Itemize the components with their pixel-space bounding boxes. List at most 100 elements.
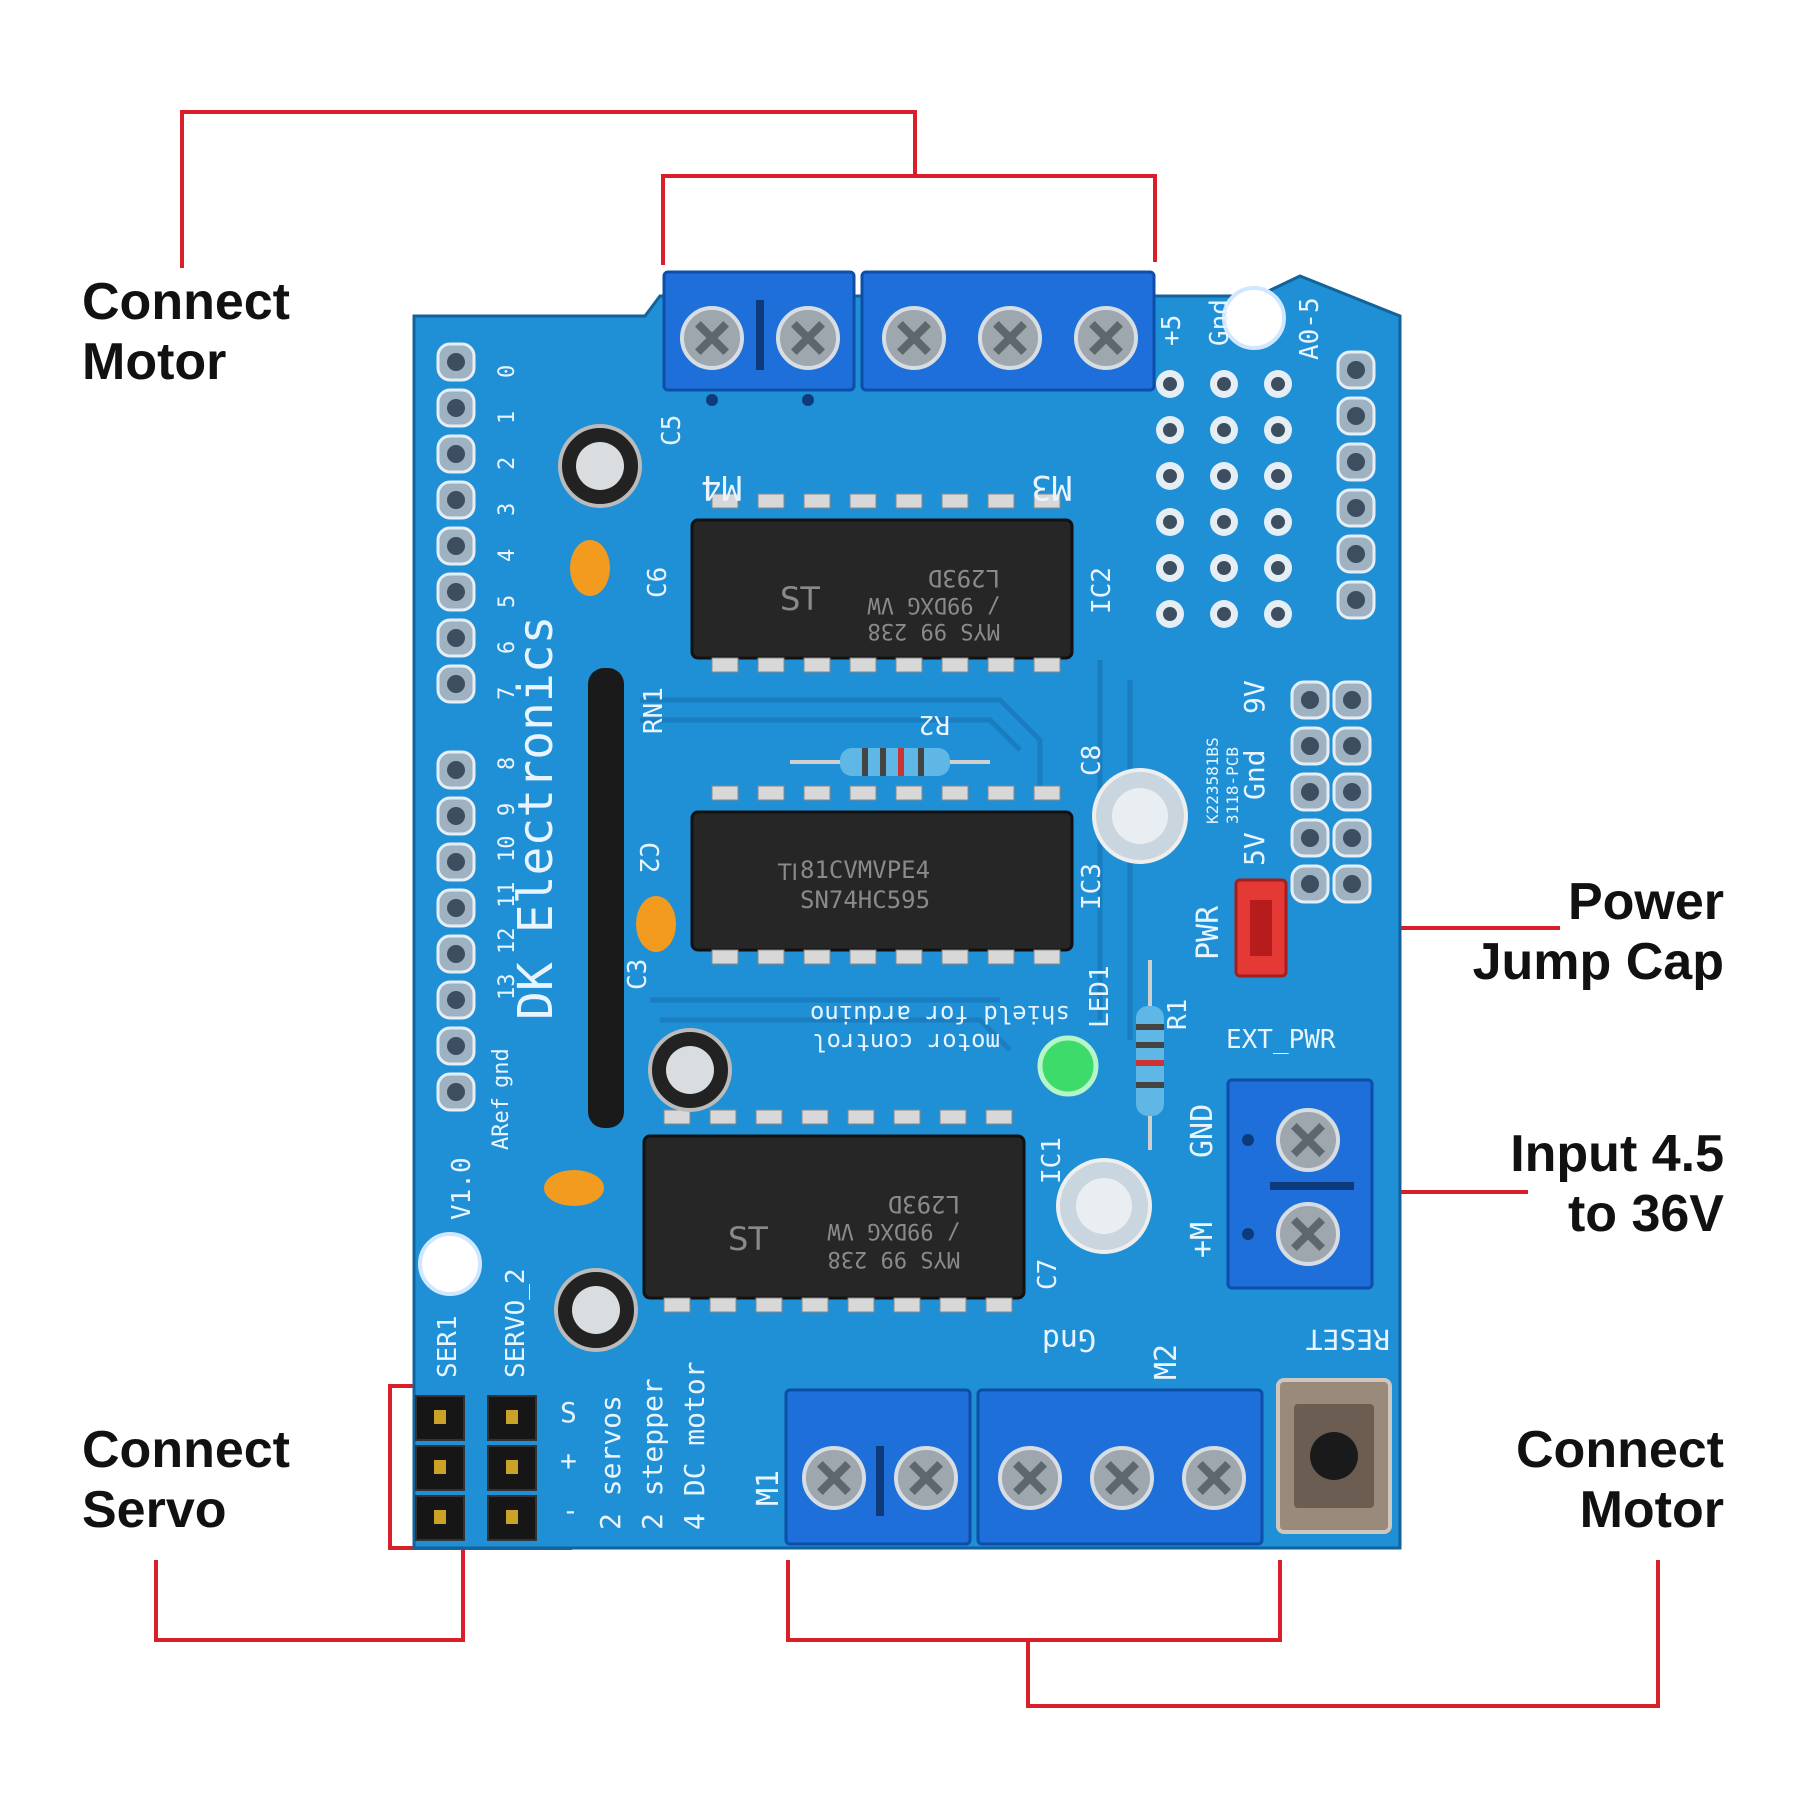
label-aref: ARef — [489, 1097, 514, 1150]
label-c7: C7 — [1033, 1259, 1063, 1290]
chip-ic1-l293d: L293D / 99DXG VW MYS 99 238 ST — [642, 1109, 1026, 1313]
terminal-block-m4 — [662, 270, 856, 406]
chip-top-line2: / 99DXG VW — [867, 592, 1000, 617]
label-plus-sign: + — [560, 1444, 577, 1477]
capacitor-c-mid — [648, 1028, 732, 1112]
label-m1: M1 — [751, 1470, 786, 1506]
servo-header-pin[interactable] — [487, 1395, 537, 1441]
breakout-pad — [1264, 554, 1292, 582]
power-pad — [1332, 772, 1372, 812]
pin-number-label: 8 — [495, 757, 520, 770]
pin-number-label: 11 — [495, 882, 520, 909]
label-r1: R1 — [1163, 999, 1193, 1030]
label-m2: M2 — [1149, 1344, 1184, 1380]
breakout-pad — [1264, 508, 1292, 536]
power-pad — [1332, 726, 1372, 766]
breakout-pad — [1210, 554, 1238, 582]
header-pad — [436, 342, 476, 382]
label-a0-5: A0-5 — [1295, 297, 1325, 360]
callout-line2: Motor — [1579, 1481, 1724, 1539]
pin-number-label: 12 — [495, 928, 520, 955]
label-gnd-top: Gnd — [1205, 299, 1235, 346]
power-pad — [1290, 818, 1330, 858]
breakout-pad — [1264, 416, 1292, 444]
label-c5: C5 — [657, 415, 687, 446]
callout-top-left-motor: Connect Motor — [82, 272, 290, 392]
screw-icon — [998, 1446, 1062, 1510]
chip-bottom-line1: L293D — [888, 1190, 960, 1218]
callout-line1: Input 4.5 — [1510, 1125, 1724, 1183]
header-pad — [436, 618, 476, 658]
label-plus-m: +M — [1185, 1222, 1220, 1258]
servo-header-pin[interactable] — [415, 1495, 465, 1541]
breakout-pad — [1210, 370, 1238, 398]
chip-pins — [711, 657, 1061, 673]
screw-icon — [882, 306, 946, 370]
header-pad — [1336, 350, 1376, 390]
pin-number-label: 2 — [495, 457, 520, 470]
label-c8: C8 — [1077, 745, 1107, 776]
header-pad — [436, 434, 476, 474]
header-pad — [436, 388, 476, 428]
label-ser1: SER1 — [433, 1315, 463, 1378]
pin-number-label: 1 — [495, 411, 520, 424]
resistor-r2 — [790, 748, 990, 776]
breakout-pad — [1156, 416, 1184, 444]
capacitor-c-bottom — [554, 1268, 638, 1352]
power-pad — [1332, 680, 1372, 720]
label-reset: RESET — [1306, 1323, 1390, 1356]
label-ic2: IC2 — [1087, 567, 1117, 614]
pin-number-label: 5 — [495, 595, 520, 608]
servo-header-pin[interactable] — [487, 1445, 537, 1491]
terminal-block-ext-pwr — [1226, 1078, 1374, 1290]
label-m4: M4 — [701, 467, 742, 507]
label-5v: 5V — [1238, 832, 1271, 866]
header-pad — [436, 750, 476, 790]
terminal-block-m2 — [976, 1388, 1264, 1546]
line-bottom-motor-outer — [1026, 1560, 1660, 1708]
line-servo — [154, 1548, 465, 1642]
screw-icon — [680, 306, 744, 370]
chip-pins — [711, 949, 1061, 965]
chip-middle-line2: SN74HC595 — [800, 886, 930, 914]
servo-headers — [415, 1395, 537, 1541]
reset-button[interactable] — [1276, 1378, 1392, 1534]
label-minus-sign: - — [562, 1494, 579, 1527]
header-pad — [436, 572, 476, 612]
header-pad — [1336, 488, 1376, 528]
version-label: V1.0 — [447, 1157, 477, 1220]
chip-pins — [663, 1297, 1013, 1313]
servo-header-pin[interactable] — [415, 1445, 465, 1491]
header-pad — [436, 888, 476, 928]
power-pad — [1290, 772, 1330, 812]
breakout-pad — [1156, 370, 1184, 398]
screw-icon — [1276, 1202, 1340, 1266]
servo-header-pin[interactable] — [415, 1395, 465, 1441]
header-pad — [1336, 534, 1376, 574]
chip-top-line3: MYS 99 238 — [868, 618, 1000, 643]
label-c3: C3 — [623, 959, 653, 990]
callout-line2: to 36V — [1567, 1185, 1724, 1243]
label-pwr: PWR — [1191, 905, 1226, 960]
brand-label: DK Electronics — [508, 615, 564, 1020]
header-pad — [436, 664, 476, 704]
label-ext-pwr: EXT_PWR — [1226, 1025, 1336, 1055]
left-header-pads — [436, 342, 476, 1112]
right-header-pads — [1336, 350, 1376, 620]
ti-logo-icon: TI — [777, 861, 798, 886]
mount-hole-bottom — [418, 1232, 482, 1296]
breakout-pad — [1156, 600, 1184, 628]
capacitor-c8 — [1092, 768, 1188, 864]
breakout-pad — [1264, 370, 1292, 398]
pin-number-label: 0 — [495, 365, 520, 378]
label-c2: C2 — [633, 842, 663, 873]
chip-ic3-sn74hc595: 81CVMVPE4 SN74HC595 TI — [690, 785, 1074, 965]
servo-header-pin[interactable] — [487, 1495, 537, 1541]
label-pcb-code2: 3118-PCB — [1223, 747, 1242, 824]
label-ic1: IC1 — [1037, 1137, 1067, 1184]
line-bottom-motor-inner — [786, 1560, 1282, 1642]
pin-number-label: 4 — [495, 549, 520, 562]
chip-pins — [663, 1109, 1013, 1125]
label-c6: C6 — [643, 567, 673, 598]
breakout-pad — [1210, 462, 1238, 490]
